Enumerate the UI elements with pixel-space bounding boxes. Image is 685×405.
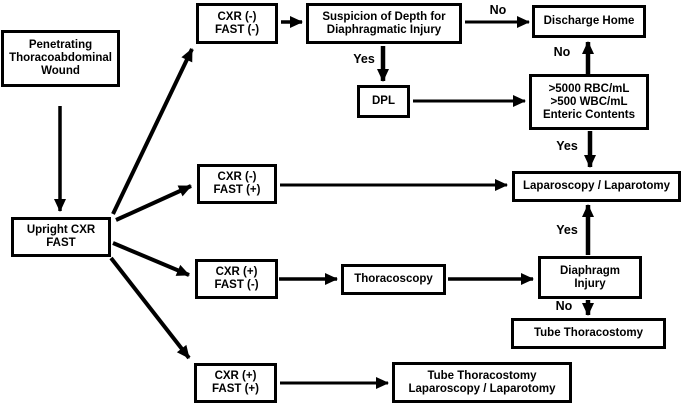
node-tube-thoracostomy-laparoscopy: Tube Thoracostomy Laparoscopy / Laparoto…	[392, 362, 572, 403]
edge-label-diaphragm-to-tube-no: No	[555, 299, 573, 313]
node-suspicion-depth: Suspicion of Depth for Diaphragmatic Inj…	[306, 3, 462, 44]
arrow-upright-to-cxr-pos-fast-pos	[109, 256, 191, 360]
arrow-upright-to-cxr-pos-fast-neg	[112, 241, 190, 277]
node-dpl: DPL	[357, 85, 410, 118]
node-cxr-neg-fast-pos: CXR (-) FAST (+)	[197, 164, 277, 204]
arrow-upright-to-cxr-neg-fast-pos	[115, 184, 192, 222]
arrow-upright-to-cxr-neg-fast-neg	[111, 48, 194, 215]
node-tube-thoracostomy: Tube Thoracostomy	[511, 318, 666, 349]
node-upright-cxr-fast: Upright CXR FAST	[11, 217, 111, 257]
edge-label-diaphragm-to-laparoscopy-yes: Yes	[556, 223, 578, 237]
edge-label-criteria-to-discharge-no: No	[553, 45, 571, 59]
node-dpl-criteria: >5000 RBC/mL >500 WBC/mL Enteric Content…	[529, 74, 649, 130]
node-cxr-neg-fast-neg: CXR (-) FAST (-)	[196, 3, 278, 44]
node-penetrating-wound: Penetrating Thoracoabdominal Wound	[1, 30, 120, 87]
node-cxr-pos-fast-pos: CXR (+) FAST (+)	[194, 363, 277, 403]
node-diaphragm-injury: Diaphragm Injury	[538, 256, 642, 299]
node-discharge-home: Discharge Home	[532, 5, 646, 38]
edge-label-suspicion-to-dpl-yes: Yes	[353, 52, 375, 66]
edge-label-suspicion-to-discharge-no: No	[489, 3, 507, 17]
node-cxr-pos-fast-neg: CXR (+) FAST (-)	[195, 259, 278, 299]
node-thoracoscopy: Thoracoscopy	[341, 264, 446, 295]
node-laparoscopy-laparotomy: Laparoscopy / Laparotomy	[512, 171, 681, 202]
edge-label-criteria-to-laparoscopy-yes: Yes	[556, 139, 578, 153]
